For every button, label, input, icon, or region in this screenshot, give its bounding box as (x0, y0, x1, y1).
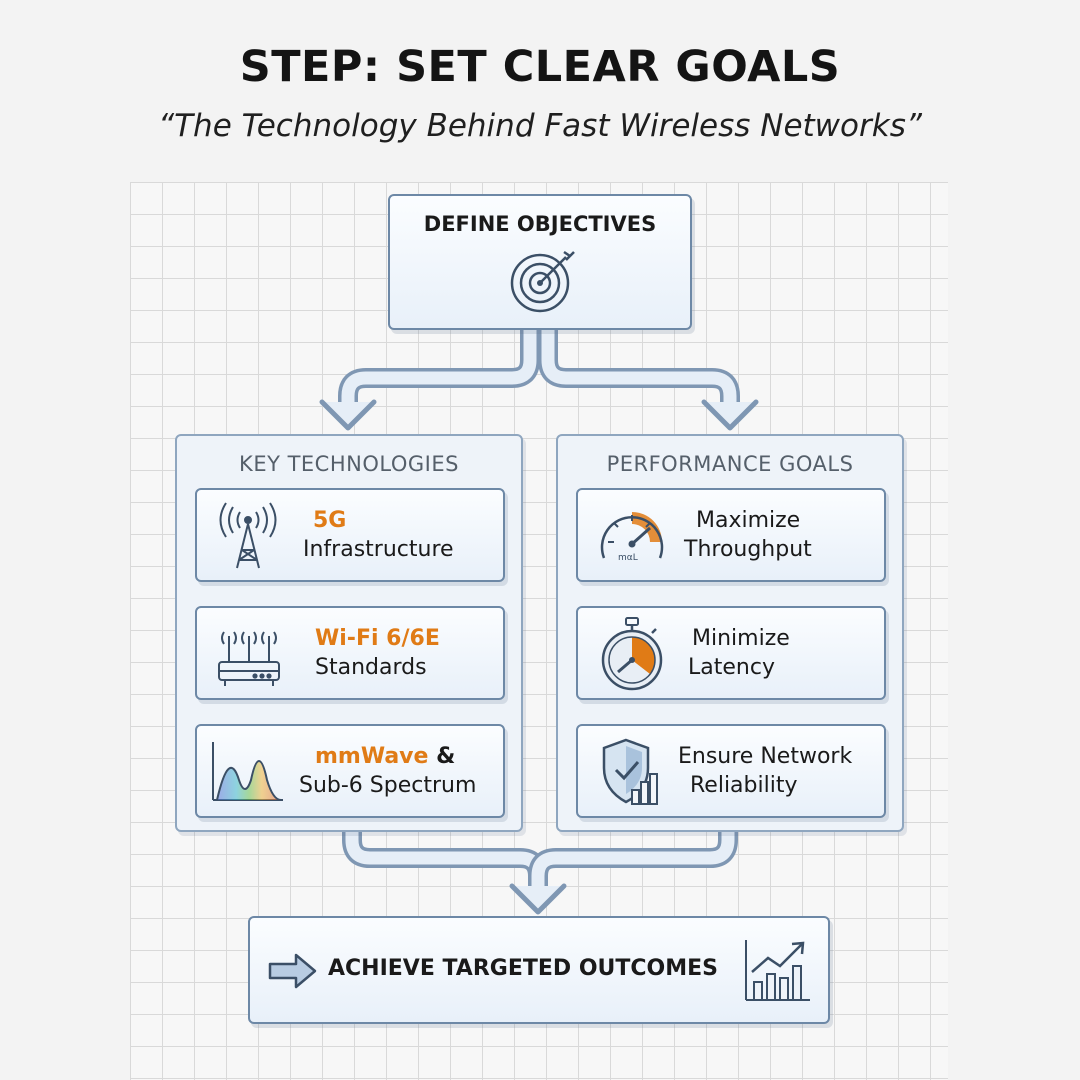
cell-tower-icon (219, 502, 277, 569)
performance-goals-panel: PERFORMANCE GOALS mαL Maximize Throughpu… (556, 434, 904, 832)
card-spectrum-suffix: & (428, 744, 456, 769)
page-subtitle: “The Technology Behind Fast Wireless Net… (158, 108, 922, 144)
card-spectrum-rest: Sub-6 Spectrum (299, 773, 477, 798)
define-objectives-label: DEFINE OBJECTIVES (423, 212, 657, 236)
spectrum-icon (212, 742, 283, 801)
card-throughput-line1: Maximize (696, 508, 801, 533)
speedometer-icon: mαL (600, 512, 664, 563)
card-wifi-accent: Wi-Fi 6/6E (315, 626, 440, 651)
card-5g-rest: Infrastructure (303, 537, 454, 562)
speedometer-label: mαL (618, 553, 638, 563)
card-latency-text: Minimize Latency (688, 624, 790, 682)
card-throughput-text: Maximize Throughput (684, 506, 812, 564)
card-throughput-line2: Throughput (684, 537, 812, 562)
card-wifi-rest: Standards (315, 655, 427, 680)
target-icon (510, 250, 575, 313)
card-reliability-line2: Reliability (690, 773, 798, 798)
define-objectives-box: DEFINE OBJECTIVES (388, 194, 692, 330)
card-5g-accent: 5G (313, 508, 347, 533)
card-network-reliability: Ensure Network Reliability (576, 724, 886, 818)
card-5g-infrastructure: 5G Infrastructure (195, 488, 505, 582)
stopwatch-icon (601, 617, 663, 691)
card-5g-text: 5G Infrastructure (303, 506, 454, 564)
arrow-right-icon (268, 953, 317, 989)
card-latency-line1: Minimize (692, 626, 790, 651)
card-spectrum-text: mmWave & Sub-6 Spectrum (299, 742, 476, 800)
achieve-outcomes-label: ACHIEVE TARGETED OUTCOMES (328, 956, 719, 981)
merge-arrow (342, 816, 738, 915)
card-spectrum-accent: mmWave (315, 744, 429, 769)
page-title: STEP: SET CLEAR GOALS (239, 42, 841, 92)
router-icon (218, 631, 280, 686)
growth-chart-icon (745, 940, 810, 1001)
card-latency-line2: Latency (688, 655, 775, 680)
card-minimize-latency: Minimize Latency (576, 606, 886, 700)
card-maximize-throughput: mαL Maximize Throughput (576, 488, 886, 582)
card-spectrum: mmWave & Sub-6 Spectrum (195, 724, 505, 818)
card-reliability-text: Ensure Network Reliability (678, 742, 852, 800)
shield-chart-icon (602, 738, 658, 805)
split-arrow-left (319, 320, 540, 431)
card-wifi-standards: Wi-Fi 6/6E Standards (195, 606, 505, 700)
performance-goals-title: PERFORMANCE GOALS (606, 452, 854, 476)
split-arrow-right (538, 320, 759, 431)
key-technologies-panel: KEY TECHNOLOGIES 5G Infrastructure (175, 434, 523, 832)
card-reliability-line1: Ensure Network (678, 744, 853, 769)
achieve-outcomes-box: ACHIEVE TARGETED OUTCOMES (248, 916, 830, 1024)
key-technologies-title: KEY TECHNOLOGIES (239, 452, 459, 476)
card-wifi-text: Wi-Fi 6/6E Standards (315, 624, 440, 682)
